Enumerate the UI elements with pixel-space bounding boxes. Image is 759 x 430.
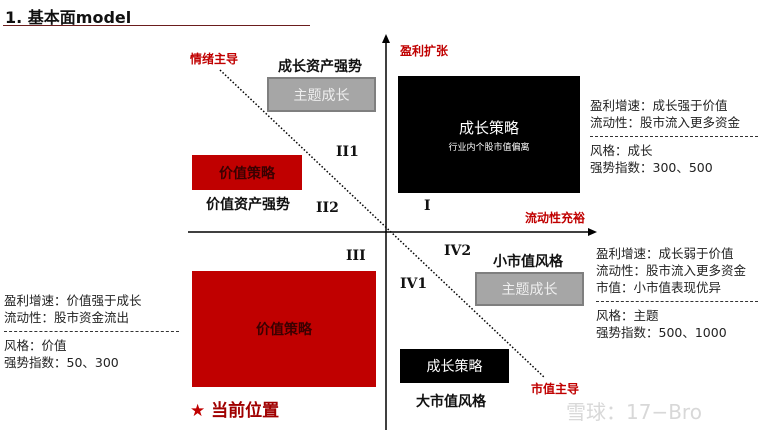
info-line: 强势指数：300、500 — [590, 160, 713, 175]
box-label: 价值策略 — [219, 165, 275, 182]
value-asset-strong-label: 价值资产强势 — [206, 197, 290, 213]
large-cap-style-label: 大市值风格 — [416, 394, 486, 410]
info-line: 流动性：股市资金流出 — [4, 310, 130, 325]
info-line: 风格：成长 — [590, 143, 653, 158]
quadrant-iii-info: 盈利增速：价值强于成长 流动性：股市资金流出 风格：价值 强势指数：50、300 — [4, 292, 179, 371]
info-line: 盈利增速：成长弱于价值 — [596, 246, 734, 261]
info-line: 流动性：股市流入更多资金 — [596, 263, 747, 278]
info-line: 风格：价值 — [4, 338, 67, 353]
info-line: 盈利增速：价值强于成长 — [4, 293, 142, 308]
diag-top-label: 情绪主导 — [190, 52, 239, 66]
quadrant-numeral: IV2 — [444, 243, 472, 259]
current-position-marker: ★ 当前位置 — [190, 396, 279, 421]
value-strategy-box: 价值策略 — [192, 155, 302, 190]
dashed-divider — [590, 136, 758, 137]
info-line: 强势指数：50、300 — [4, 355, 119, 370]
dashed-divider — [4, 331, 179, 332]
theme-growth-box: 主题成长 — [267, 77, 376, 112]
box-label: 成长策略 — [426, 359, 483, 375]
box-sublabel: 行业内个股市值偏离 — [448, 142, 530, 153]
page-title: 1. 基本面model — [5, 8, 132, 27]
info-line: 市值：小市值表现优异 — [596, 280, 722, 295]
info-line: 盈利增速：成长强于价值 — [590, 98, 728, 113]
info-line: 风格：主题 — [596, 308, 659, 323]
box-label: 价值策略 — [256, 322, 312, 338]
title-divider — [3, 25, 310, 26]
theme-growth-box: 主题成长 — [475, 272, 584, 306]
growth-strategy-box: 成长策略 行业内个股市值偏离 — [398, 76, 580, 193]
growth-asset-strong-label: 成长资产强势 — [278, 59, 362, 75]
x-axis-label: 流动性充裕 — [525, 211, 586, 225]
growth-strategy-box-small: 成长策略 — [400, 349, 509, 383]
quadrant-iv-info: 盈利增速：成长弱于价值 流动性：股市流入更多资金 市值：小市值表现优异 风格：主… — [596, 245, 758, 341]
x-axis-arrow — [588, 228, 597, 236]
quadrant-numeral: III — [346, 248, 366, 264]
box-label: 主题成长 — [501, 282, 558, 298]
box-label: 主题成长 — [293, 87, 350, 104]
info-line: 强势指数：500、1000 — [596, 325, 727, 340]
quadrant-numeral: I — [424, 198, 431, 214]
info-line: 流动性：股市流入更多资金 — [590, 115, 741, 130]
current-position-label: 当前位置 — [211, 401, 280, 421]
small-cap-style-label: 小市值风格 — [493, 254, 563, 270]
box-label: 成长策略 — [458, 118, 519, 137]
quadrant-numeral: IV1 — [400, 276, 428, 292]
diag-bottom-label: 市值主导 — [531, 382, 580, 396]
quadrant-numeral: II2 — [316, 200, 339, 216]
quadrant-numeral: II1 — [336, 144, 359, 160]
dashed-divider — [596, 301, 758, 302]
star-icon: ★ — [190, 401, 206, 421]
value-strategy-box-large: 价值策略 — [192, 271, 376, 387]
y-axis-label: 盈利扩张 — [400, 44, 449, 58]
diagonal-divider — [219, 69, 546, 379]
y-axis-arrow — [382, 34, 390, 43]
quadrant-i-info: 盈利增速：成长强于价值 流动性：股市流入更多资金 风格：成长 强势指数：300、… — [590, 97, 758, 176]
watermark: 雪球：17−Bro — [566, 400, 702, 424]
